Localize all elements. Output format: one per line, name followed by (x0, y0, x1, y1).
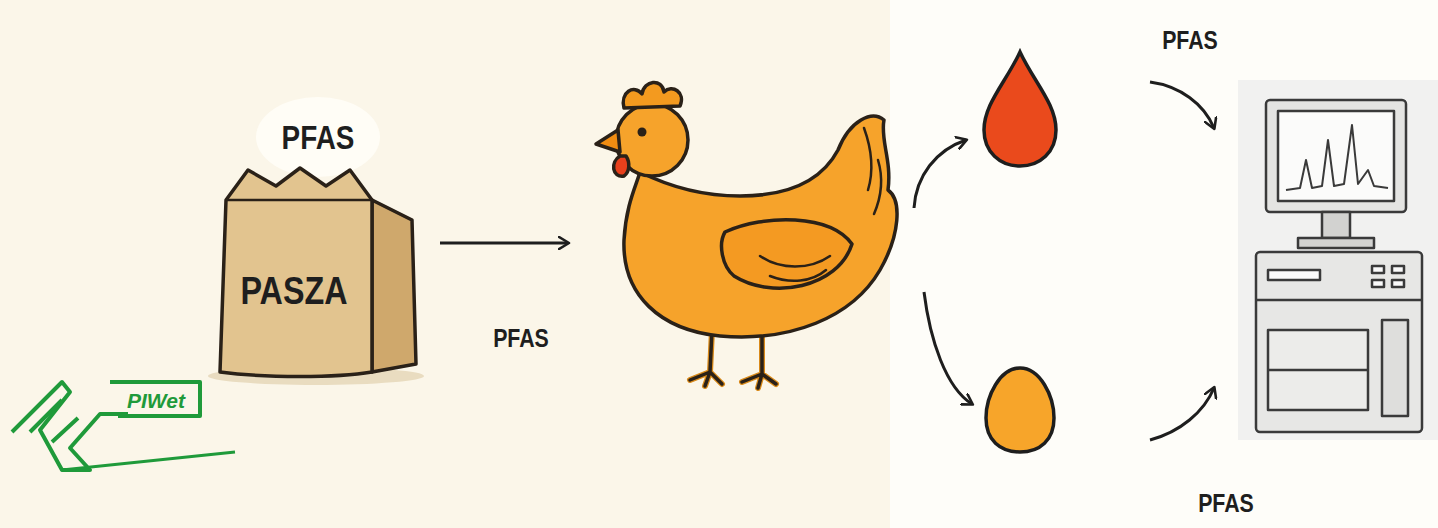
background-panel (890, 0, 1438, 528)
flow-arrow (440, 242, 568, 245)
pfas-label: PFAS (282, 120, 355, 154)
logo-text: PIWet (127, 390, 185, 411)
node-label: PASZA (211, 272, 378, 310)
flow-arrow (914, 140, 966, 208)
feed-bag: PASZA (196, 160, 436, 386)
background-panel (1238, 80, 1438, 440)
pfas-label: PFAS (493, 325, 549, 351)
flow-arrow (924, 292, 972, 404)
chicken-illustration (596, 82, 897, 388)
egg (986, 368, 1054, 452)
pfas-label: PFAS (1162, 27, 1218, 53)
pfas-label: PFAS (1198, 490, 1254, 516)
blood-drop (984, 52, 1056, 166)
analyzer-instrument (1256, 100, 1422, 432)
flow-arrow (1150, 82, 1214, 128)
label-halo (256, 97, 380, 177)
flow-arrow (1150, 388, 1214, 440)
logo-mark (12, 382, 235, 470)
